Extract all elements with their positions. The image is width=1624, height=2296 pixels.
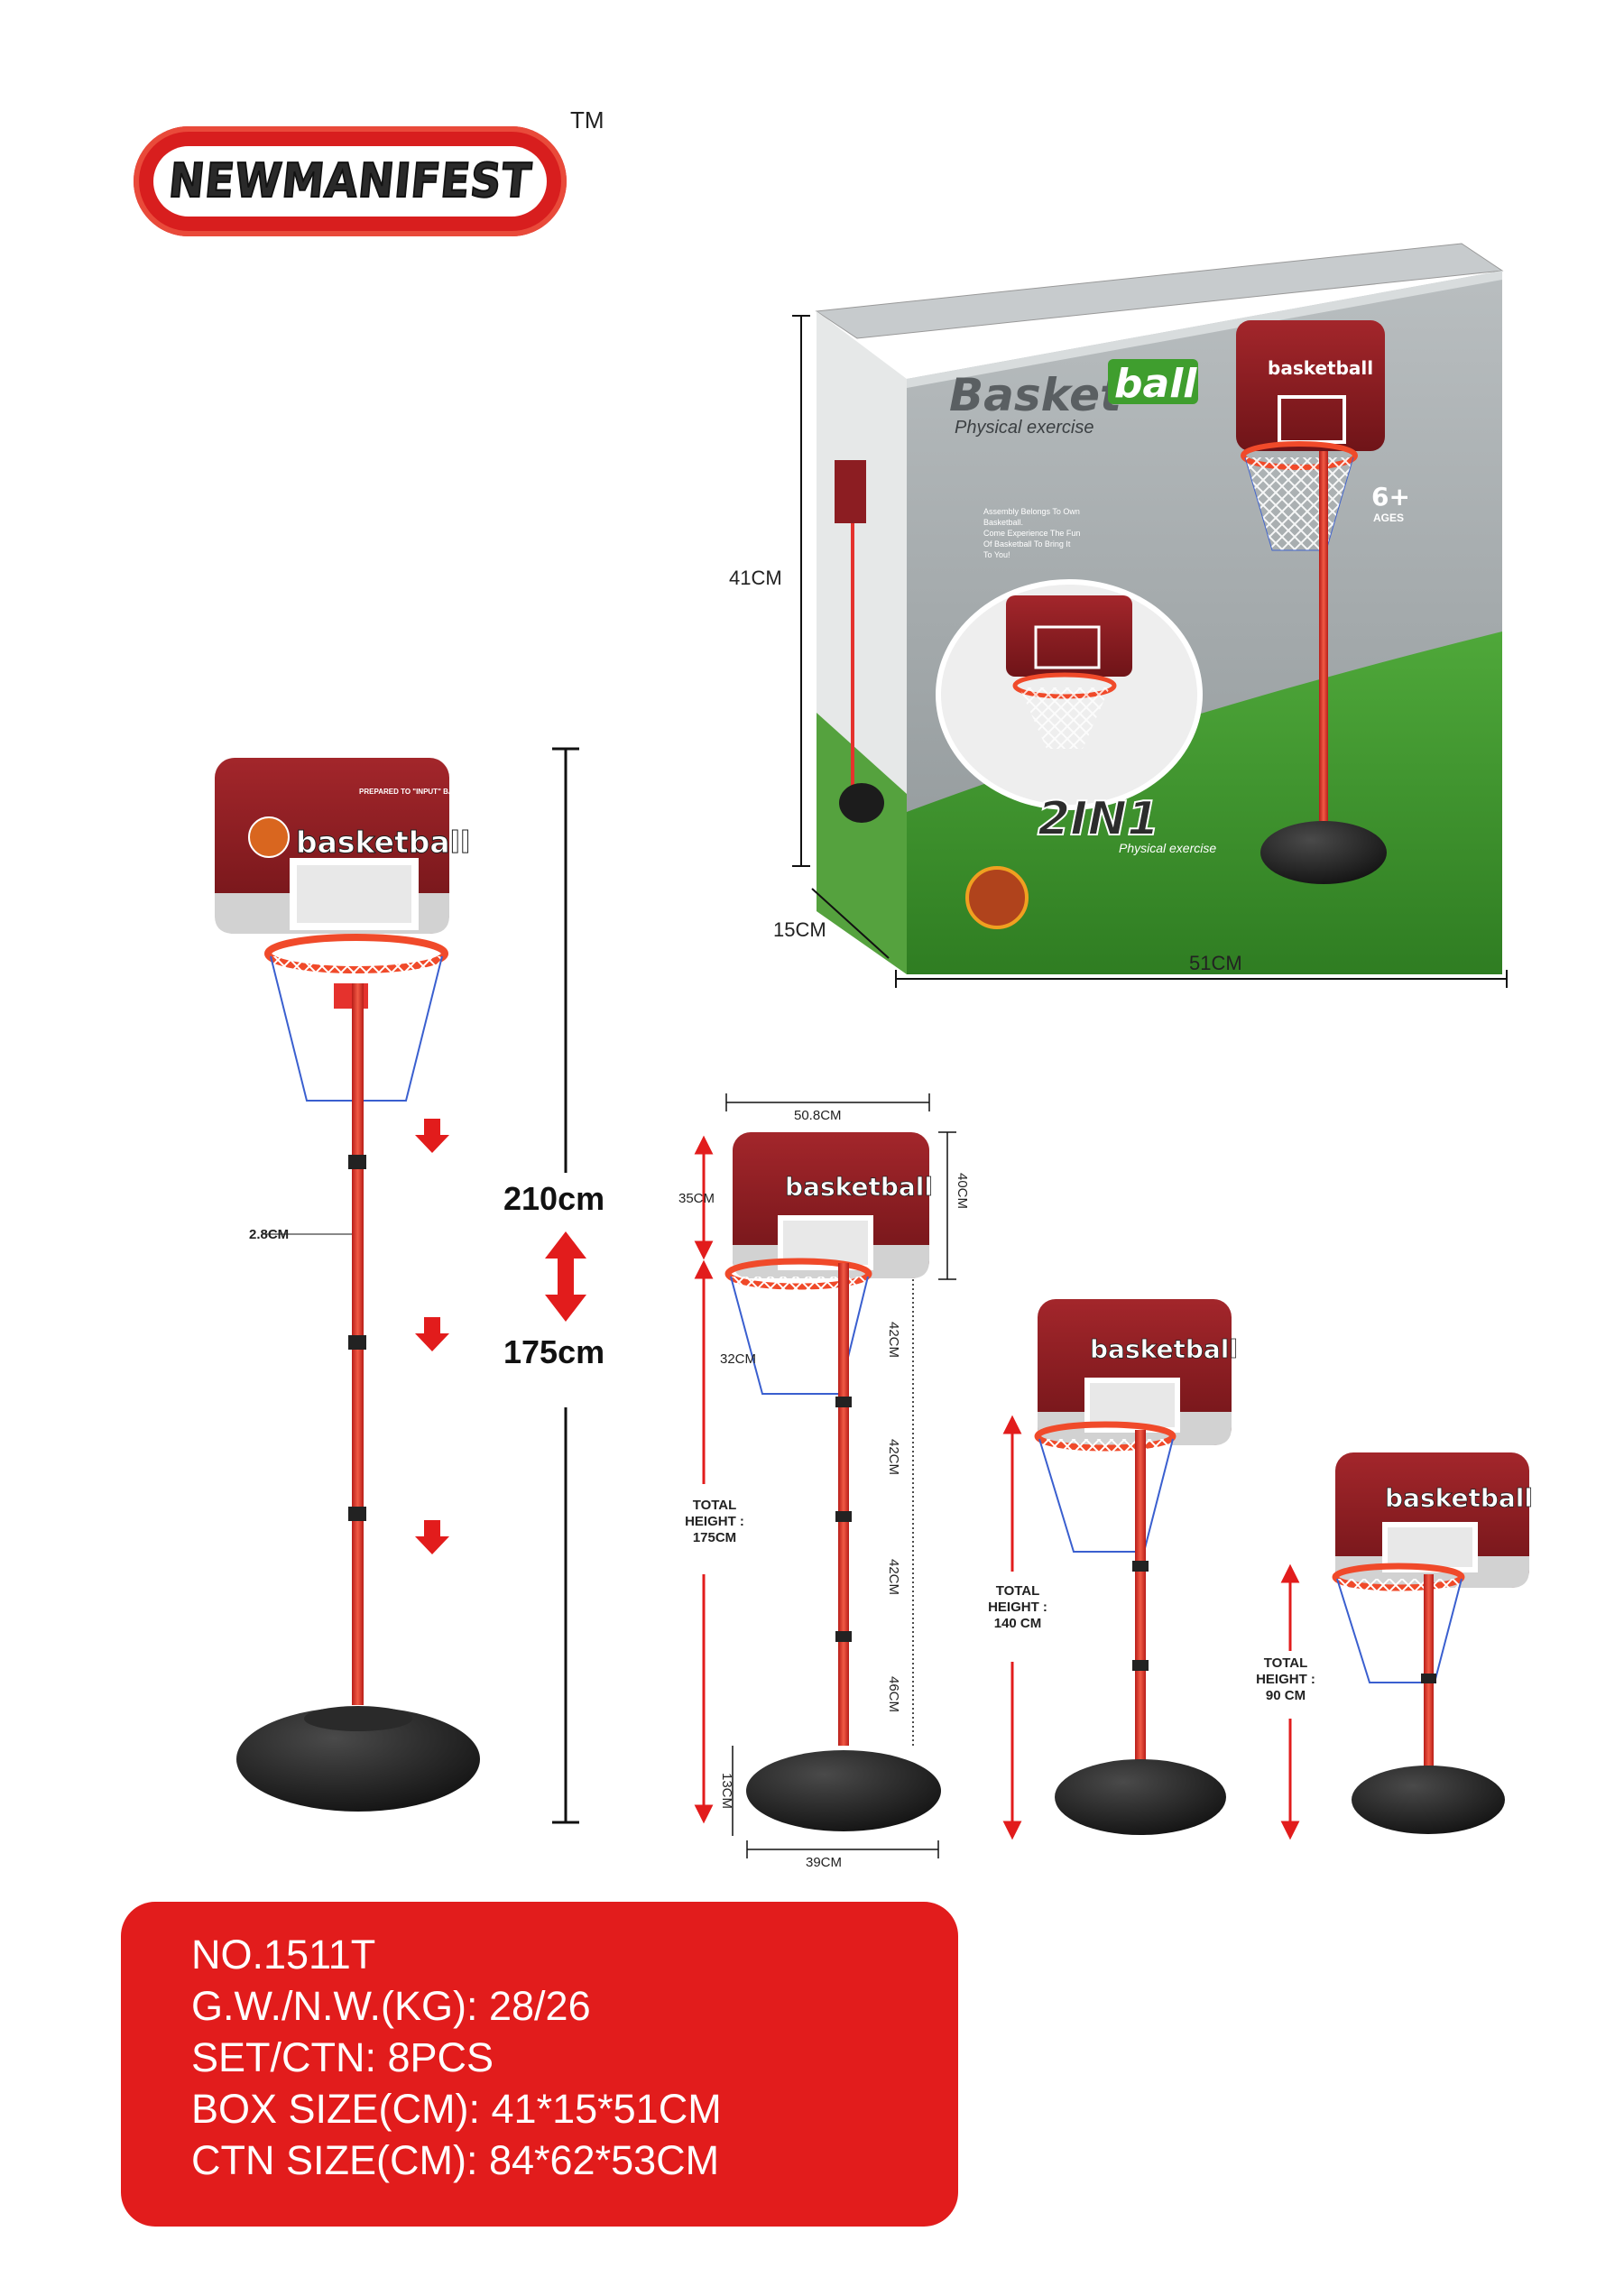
box-badge: 2IN1	[1038, 792, 1159, 846]
spec-carton-size: CTN SIZE(CM): 84*62*53CM	[191, 2137, 720, 2183]
tall-stand: basketball	[724, 1132, 941, 1831]
svg-text:Basketball.: Basketball.	[983, 518, 1023, 527]
spec-box-size: BOX SIZE(CM): 41*15*51CM	[191, 2086, 722, 2132]
pole-width-label: 2.8CM	[249, 1227, 290, 1242]
height-max-label: 210cm	[503, 1180, 605, 1217]
box-depth-label: 15CM	[773, 918, 826, 941]
segment-3-label: 42CM	[886, 1559, 901, 1596]
small-backboard-text: basketball	[1385, 1483, 1533, 1513]
box-backboard-text: basketball	[1268, 357, 1373, 379]
svg-text:Come Experience The Fun: Come Experience The Fun	[983, 529, 1080, 538]
board-to-rim-label: 35CM	[678, 1191, 715, 1206]
medium-stand: basketball	[1034, 1299, 1238, 1835]
box-subtitle: Physical exercise	[955, 418, 1094, 438]
spec-set-per-carton: SET/CTN: 8PCS	[191, 2034, 494, 2080]
large-stand: basketball PREPARED TO "INPUT" BASKET	[215, 758, 480, 1812]
box-age-sub: AGES	[1373, 512, 1404, 524]
box-dimension-lines	[792, 315, 1508, 988]
base-height-label: 13CM	[719, 1773, 734, 1810]
base-width-label: 39CM	[806, 1855, 843, 1870]
large-height-line	[545, 747, 586, 1824]
spec-model-no: NO.1511T	[191, 1932, 376, 1978]
large-backboard-text: basketball	[296, 825, 470, 860]
box-badge-sub: Physical exercise	[1119, 841, 1216, 855]
trademark-mark: TM	[570, 106, 604, 134]
large-backboard-tag: PREPARED TO "INPUT" BASKET	[359, 788, 473, 796]
segment-1-label: 42CM	[886, 1322, 901, 1359]
box-blurb: Assembly Belongs To Own Basketball. Come…	[983, 507, 1080, 559]
box-title-part1: Basket	[949, 369, 1123, 421]
tall-red-dims	[694, 1135, 714, 1824]
spec-weight: G.W./N.W.(KG): 28/26	[191, 1983, 591, 2029]
spec-panel: NO.1511T G.W./N.W.(KG): 28/26 SET/CTN: 8…	[121, 1902, 958, 2227]
svg-text:To You!: To You!	[983, 550, 1010, 559]
tall-black-dims	[725, 1093, 956, 1858]
medium-red-dims	[1002, 1415, 1022, 1840]
svg-text:Assembly Belongs To Own: Assembly Belongs To Own	[983, 507, 1080, 516]
tall-backboard-text: basketball	[785, 1172, 933, 1202]
svg-text:Of Basketball To Bring It: Of Basketball To Bring It	[983, 539, 1071, 549]
box-width-label: 51CM	[1189, 952, 1242, 974]
medium-backboard-text: basketball	[1090, 1334, 1238, 1364]
small-red-dims	[1280, 1563, 1300, 1840]
segment-2-label: 42CM	[886, 1439, 901, 1476]
segment-4-label: 46CM	[886, 1676, 901, 1713]
rim-diameter-label: 32CM	[720, 1351, 757, 1367]
backboard-height-label: 40CM	[955, 1173, 970, 1210]
small-stand: basketball	[1332, 1452, 1533, 1834]
height-min-label: 175cm	[503, 1333, 605, 1370]
box-height-label: 41CM	[729, 567, 782, 589]
backboard-width-label: 50.8CM	[794, 1108, 842, 1123]
box-age: 6+	[1371, 482, 1410, 512]
package-box: Basket ball Physical exercise Assembly B…	[815, 243, 1504, 974]
box-title-part2: ball	[1114, 361, 1197, 407]
brand-logo: NEWMANIFEST	[134, 126, 567, 236]
